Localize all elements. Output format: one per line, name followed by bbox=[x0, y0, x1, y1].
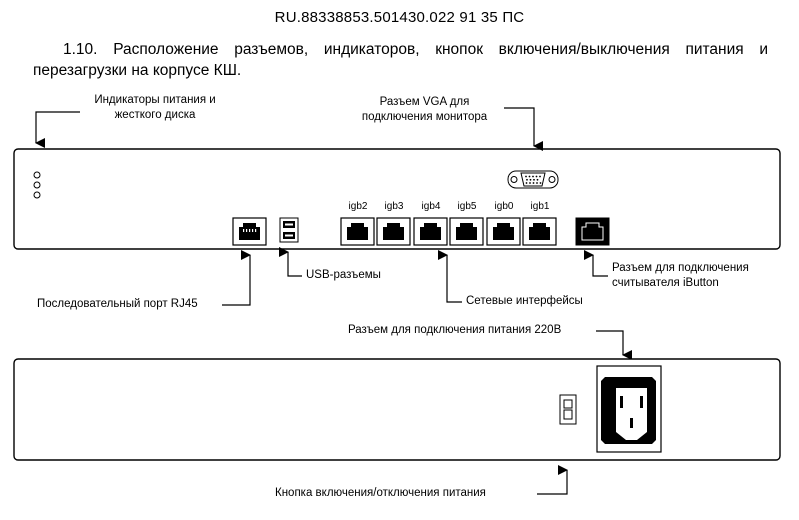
network-port-igb3 bbox=[376, 217, 411, 246]
document-code: RU.88338853.501430.022 91 35 ПС bbox=[274, 9, 525, 26]
callout-indicators: Индикаторы питания и жесткого диска bbox=[70, 93, 240, 123]
section-title: Расположение разъемов, индикаторов, кноп… bbox=[33, 41, 769, 79]
port-label-igb2: igb2 bbox=[348, 201, 368, 212]
callout-usb: USB-разъемы bbox=[306, 269, 381, 281]
power-socket-pointer bbox=[596, 330, 632, 360]
port-label-igb3: igb3 bbox=[384, 201, 404, 212]
section-heading: 1.10. Расположение разъемов, индикаторов… bbox=[33, 39, 768, 81]
callout-serial: Последовательный порт RJ45 bbox=[37, 298, 198, 310]
port-label-igb4: igb4 bbox=[421, 201, 441, 212]
network-port-igb5 bbox=[449, 217, 484, 246]
vga-connector bbox=[507, 170, 559, 189]
callout-network: Сетевые интерфейсы bbox=[466, 295, 583, 307]
ibutton-pointer bbox=[584, 250, 608, 277]
status-indicators bbox=[33, 171, 41, 199]
network-port-igb2 bbox=[340, 217, 375, 246]
port-label-igb0: igb0 bbox=[494, 201, 514, 212]
network-pointer bbox=[438, 250, 462, 303]
callout-vga: Разъем VGA для подключения монитора bbox=[342, 95, 507, 125]
callout-ibutton-line1: Разъем для подключения bbox=[612, 262, 749, 274]
indicators-pointer bbox=[35, 111, 80, 148]
network-port-igb1 bbox=[522, 217, 557, 246]
port-label-igb1: igb1 bbox=[530, 201, 550, 212]
callout-ibutton: Разъем для подключения считывателя iButt… bbox=[612, 261, 749, 291]
callout-vga-line1: Разъем VGA для bbox=[379, 96, 470, 108]
callout-lines bbox=[35, 107, 632, 495]
power-button-pointer bbox=[537, 465, 568, 495]
callout-indicators-line2: жесткого диска bbox=[114, 109, 196, 121]
serial-rj45-port bbox=[232, 217, 267, 246]
callout-ibutton-line2: считывателя iButton bbox=[612, 277, 719, 289]
usb-ports bbox=[279, 217, 299, 243]
power-socket bbox=[596, 365, 662, 453]
ibutton-connector bbox=[575, 217, 610, 246]
vga-pointer bbox=[504, 107, 543, 151]
usb-pointer bbox=[279, 247, 302, 277]
callout-power-button: Кнопка включения/отключения питания bbox=[275, 487, 486, 499]
serial-pointer bbox=[222, 250, 251, 306]
callout-power-socket: Разъем для подключения питания 220В bbox=[348, 324, 562, 336]
network-port-igb0 bbox=[486, 217, 521, 246]
network-port-igb4 bbox=[413, 217, 448, 246]
rear-panel bbox=[13, 358, 781, 461]
power-switch bbox=[559, 394, 577, 425]
section-number: 1.10. bbox=[63, 41, 98, 58]
callout-indicators-line1: Индикаторы питания и bbox=[94, 94, 216, 106]
callout-vga-line2: подключения монитора bbox=[361, 111, 488, 123]
port-label-igb5: igb5 bbox=[457, 201, 477, 212]
